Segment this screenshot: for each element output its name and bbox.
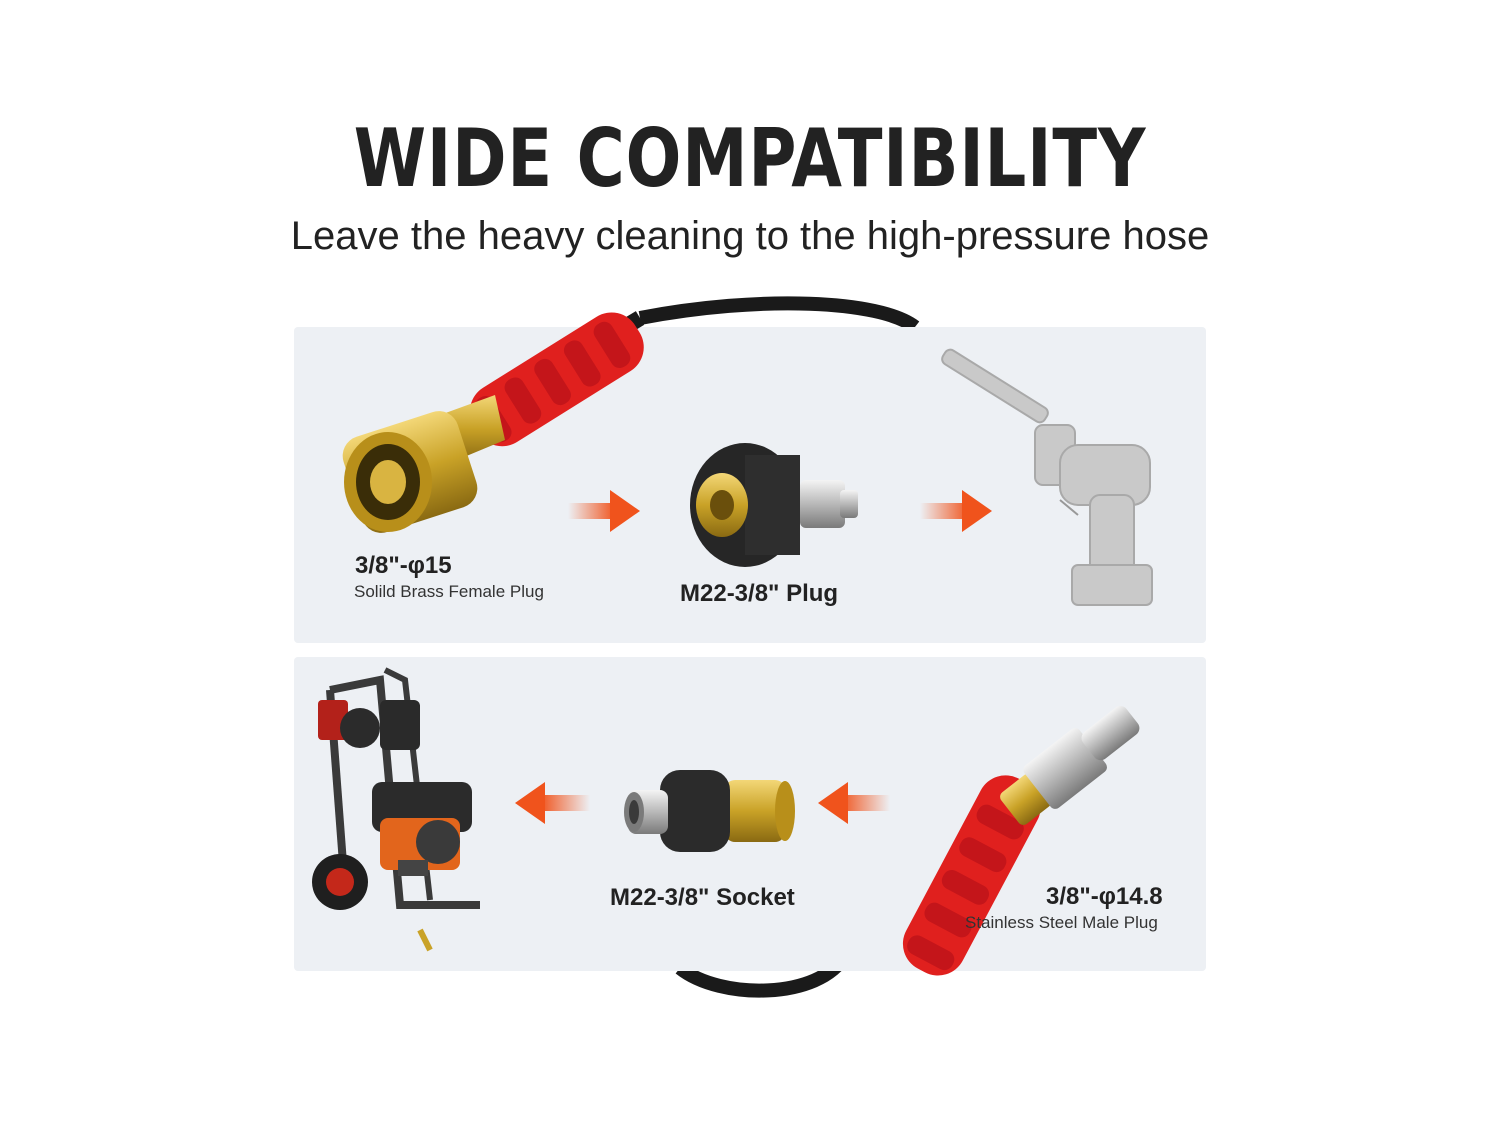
female-brass-coupler-icon	[342, 311, 645, 533]
arrow-left-icon	[818, 782, 890, 824]
page-subtitle: Leave the heavy cleaning to the high-pre…	[290, 214, 1210, 258]
arrow-right-icon	[568, 490, 640, 532]
female-plug-spec: 3/8"-φ15	[355, 552, 452, 579]
male-steel-plug-icon	[902, 705, 1140, 976]
m22-socket-adapter-icon	[624, 770, 795, 852]
male-plug-description: Stainless Steel Male Plug	[965, 913, 1158, 932]
arrow-right-icon	[920, 490, 992, 532]
cordless-pressure-washer-gun-icon	[941, 348, 1153, 606]
gas-pressure-washer-icon	[312, 667, 480, 952]
arrow-left-icon	[515, 782, 590, 824]
m22-plug-label: M22-3/8" Plug	[680, 580, 839, 607]
male-plug-spec: 3/8"-φ14.8	[1046, 883, 1163, 910]
female-plug-description: Solild Brass Female Plug	[354, 582, 544, 601]
m22-plug-adapter-icon	[690, 443, 858, 567]
page-title: WIDE COMPATIBILITY	[353, 112, 1147, 205]
m22-socket-label: M22-3/8" Socket	[610, 884, 795, 911]
